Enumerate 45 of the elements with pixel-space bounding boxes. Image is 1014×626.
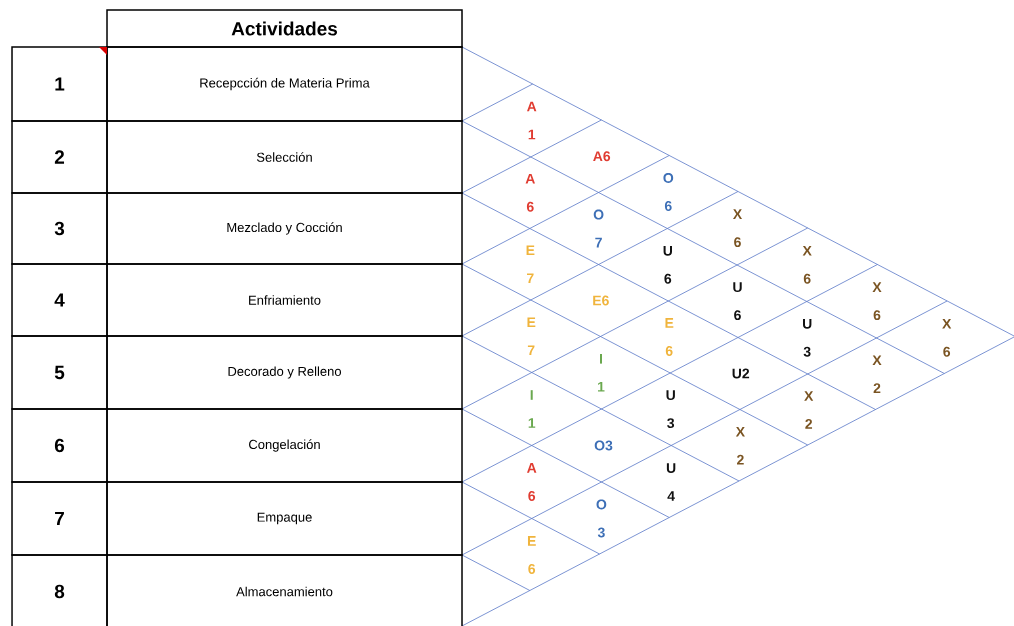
relationship-code: X 2: [872, 355, 882, 393]
relationship-code: U 3: [666, 390, 675, 429]
relationship-code: E 6: [528, 536, 536, 574]
relationship-code: E 7: [527, 317, 536, 355]
relationship-code: X 2: [804, 391, 814, 429]
number-cell: 5: [11, 335, 108, 410]
relationship-code: X 6: [872, 282, 882, 321]
relationship-code: X 6: [732, 209, 743, 248]
relationship-code: I 1: [528, 390, 536, 428]
number-cell: 3: [11, 192, 108, 265]
relationship-code: O 7: [593, 209, 604, 248]
relationship-code: U2: [732, 368, 750, 379]
activity-cell: Mezclado y Cocción: [106, 192, 463, 265]
relationship-code: U 3: [803, 318, 812, 357]
relationship-code: U 4: [666, 463, 676, 501]
relationship-code: X 6: [802, 245, 812, 284]
activity-cell: Enfriamiento: [106, 263, 463, 337]
activity-cell: Recepcción de Materia Prima: [106, 46, 463, 122]
number-cell: 1: [11, 46, 108, 122]
relationship-code: E 6: [665, 318, 674, 356]
activity-cell: Decorado y Relleno: [106, 335, 463, 410]
number-cell: 6: [11, 408, 108, 483]
relationship-code: E6: [593, 295, 609, 306]
relationship-code: X 6: [942, 318, 952, 357]
activity-cell: Almacenamiento: [106, 554, 463, 626]
number-cell: 7: [11, 481, 108, 556]
activity-cell: Congelación: [106, 408, 463, 483]
relationship-code: A 1: [527, 101, 537, 140]
relationship-code: A 6: [527, 463, 537, 501]
number-cell: 8: [11, 554, 108, 626]
relationship-code: I 1: [598, 354, 605, 392]
relationship-code: A6: [593, 151, 611, 162]
relationship-code: X 2: [735, 427, 745, 465]
relationship-code: U 6: [733, 282, 742, 321]
activity-cell: Empaque: [106, 481, 463, 556]
number-cell: 2: [11, 120, 108, 194]
header-cell: Actividades: [106, 9, 463, 48]
relationship-code: U 6: [663, 245, 672, 284]
relationship-code: O 6: [663, 173, 674, 211]
activity-cell: Selección: [106, 120, 463, 194]
number-cell: 4: [11, 263, 108, 337]
relationship-code: E 7: [526, 245, 535, 283]
relationship-code: O 3: [596, 499, 607, 538]
relationship-code: O3: [594, 440, 613, 451]
relationship-code: A 6: [525, 173, 535, 212]
